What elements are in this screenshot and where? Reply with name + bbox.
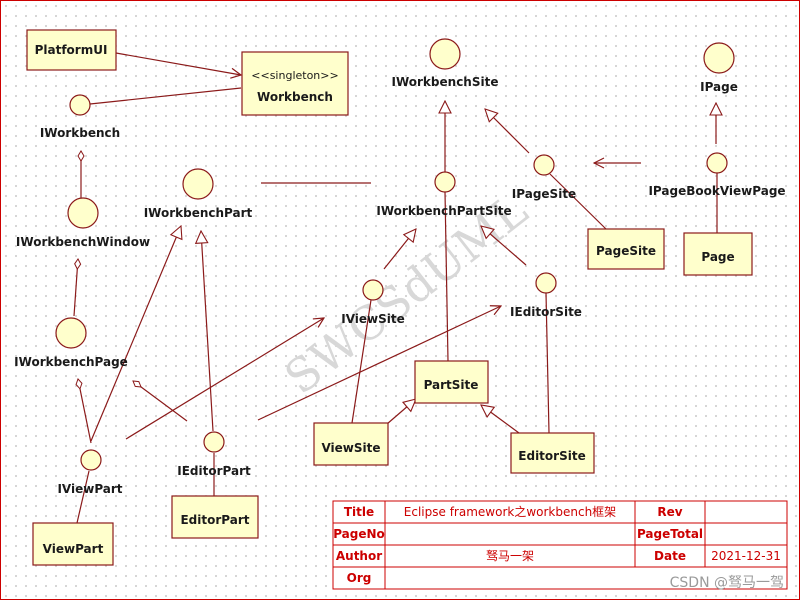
interface-iworkbenchpage[interactable]: IWorkbenchPage <box>14 317 128 369</box>
gen-editorsite-partsite <box>481 405 520 434</box>
interface-label-ipage: IPage <box>700 80 738 94</box>
class-label-viewpart: ViewPart <box>43 542 104 556</box>
interface-label-ipagesite: IPageSite <box>512 187 576 201</box>
class-label-viewsite: ViewSite <box>321 441 380 455</box>
interface-circle-ipagesite <box>533 154 555 176</box>
title-block: Title Eclipse framework之workbench框架 Rev … <box>332 500 788 590</box>
aggr-window-page <box>73 258 82 317</box>
class-workbench[interactable]: <<singleton>> Workbench <box>241 51 349 116</box>
author-label: Author <box>336 549 382 563</box>
interface-circle-ipage <box>703 42 735 74</box>
class-label-platformui: PlatformUI <box>35 43 108 57</box>
class-page[interactable]: Page <box>683 232 753 276</box>
interface-label-iviewsite: IViewSite <box>341 312 405 326</box>
csdn-credit: CSDN @驽马一驾 <box>670 575 784 591</box>
class-platformui[interactable]: PlatformUI <box>26 29 117 71</box>
interface-circle-ieditorsite <box>535 272 557 294</box>
class-label-editorpart: EditorPart <box>180 513 249 527</box>
org-label: Org <box>347 571 372 585</box>
class-label-pagesite: PageSite <box>596 244 656 258</box>
interface-ipage[interactable]: IPage <box>700 42 738 94</box>
real-editorsite-ieditorsite <box>545 292 550 434</box>
interface-label-iworkbench: IWorkbench <box>40 126 120 140</box>
interface-circle-iworkbenchpart <box>182 168 214 200</box>
real-viewsite-iviewsite <box>351 299 372 424</box>
gen-ieditorpart-iworkbenchpart <box>201 231 214 432</box>
interface-iworkbench[interactable]: IWorkbench <box>40 94 120 140</box>
interface-iviewpart[interactable]: IViewPart <box>57 449 123 496</box>
class-label-partsite: PartSite <box>424 378 479 392</box>
interface-circle-iviewsite <box>362 279 384 301</box>
assoc-iworkbench-workbench <box>89 87 242 105</box>
gen-iviewsite-partsite <box>383 229 416 270</box>
interface-label-iworkbenchsite: IWorkbenchSite <box>392 75 499 89</box>
gen-viewsite-partsite <box>386 399 416 425</box>
title-label: Title <box>344 505 374 519</box>
interface-label-iworkbenchwindow: IWorkbenchWindow <box>16 235 150 249</box>
title-block-grid <box>333 501 787 589</box>
date-value: 2021-12-31 <box>711 549 781 563</box>
class-viewsite[interactable]: ViewSite <box>313 422 389 466</box>
class-label-page: Page <box>701 250 734 264</box>
interface-circle-iworkbenchpage <box>55 317 87 349</box>
interface-label-iworkbenchpart: IWorkbenchPart <box>144 206 253 220</box>
interface-iworkbenchpart[interactable]: IWorkbenchPart <box>144 168 253 220</box>
class-label-editorsite: EditorSite <box>518 449 585 463</box>
author-value: 驽马一架 <box>486 549 534 563</box>
interface-circle-iworkbenchsite <box>429 38 461 70</box>
rev-label: Rev <box>657 505 682 519</box>
aggr-page-editorpart <box>132 380 188 422</box>
class-editorpart[interactable]: EditorPart <box>171 495 259 539</box>
interface-ieditorpart[interactable]: IEditorPart <box>177 431 251 478</box>
pagetotal-label: PageTotal <box>637 527 703 541</box>
connectors <box>73 52 717 524</box>
gen-pagesite-workbenchsite <box>485 109 530 154</box>
stereotype-label: <<singleton>> <box>251 69 338 82</box>
interface-ipagesite[interactable]: IPageSite <box>512 154 576 201</box>
pageno-label: PageNo <box>333 527 385 541</box>
interface-circle-iworkbench <box>69 94 91 116</box>
interface-label-ipagebookviewpage: IPageBookViewPage <box>648 184 785 198</box>
interface-iworkbenchsite[interactable]: IWorkbenchSite <box>392 38 499 89</box>
assoc-iviewpart-iviewsite <box>125 318 324 440</box>
interface-label-ieditorsite: IEditorSite <box>510 305 582 319</box>
interface-iworkbenchpartsite[interactable]: IWorkbenchPartSite <box>376 171 512 218</box>
date-label: Date <box>654 549 686 563</box>
class-viewpart[interactable]: ViewPart <box>32 522 114 566</box>
interface-ipagebookviewpage[interactable]: IPageBookViewPage <box>648 152 786 198</box>
interface-label-iworkbenchpartsite: IWorkbenchPartSite <box>376 204 511 218</box>
assoc-platformui-workbench <box>115 52 241 75</box>
title-value: Eclipse framework之workbench框架 <box>404 505 616 519</box>
gen-ieditorsite-partsite <box>481 226 527 266</box>
class-partsite[interactable]: PartSite <box>414 360 489 404</box>
interface-label-iworkbenchpage: IWorkbenchPage <box>14 355 128 369</box>
class-editorsite[interactable]: EditorSite <box>510 432 595 474</box>
assoc-ieditorpart-ieditorsite <box>257 306 501 421</box>
gen-iviewpart-iworkbenchpart <box>90 226 181 442</box>
interface-circle-iviewpart <box>80 449 102 471</box>
class-label-workbench: Workbench <box>257 90 333 104</box>
real-partsite-iworkbenchpartsite <box>444 191 449 362</box>
interface-circle-iworkbenchpartsite <box>434 171 456 193</box>
interface-label-ieditorpart: IEditorPart <box>177 464 251 478</box>
interface-iviewsite[interactable]: IViewSite <box>341 279 405 326</box>
interface-circle-ieditorpart <box>203 431 225 453</box>
interface-ieditorsite[interactable]: IEditorSite <box>510 272 582 319</box>
interface-label-iviewpart: IViewPart <box>57 482 122 496</box>
interface-circle-ipagebookviewpage <box>706 152 728 174</box>
class-pagesite[interactable]: PageSite <box>587 228 665 270</box>
aggr-page-viewpart <box>75 378 92 444</box>
real-viewpart-iviewpart <box>76 470 90 524</box>
interface-iworkbenchwindow[interactable]: IWorkbenchWindow <box>16 197 150 249</box>
interface-circle-iworkbenchwindow <box>67 197 99 229</box>
real-pagesite-ipagesite <box>549 173 607 230</box>
